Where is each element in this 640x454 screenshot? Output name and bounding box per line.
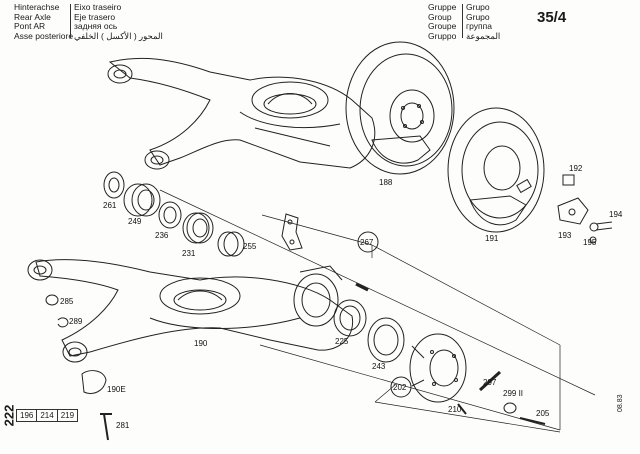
group-label-it: Gruppo — [428, 30, 457, 41]
header-title-it: Asse posteriore — [14, 30, 74, 41]
header-title-ar: المحور ( الأكسل ) الخلفي — [74, 30, 163, 41]
reference-groups: 196 214 219 — [16, 409, 79, 422]
header-divider — [70, 4, 71, 38]
brake-backing-plate — [447, 107, 545, 233]
header-title-es: Eje trasero — [74, 11, 116, 22]
group-label-es: Grupo — [466, 11, 490, 22]
guide-lines — [159, 189, 596, 433]
bushing-set — [103, 171, 245, 257]
header-group-col2: Grupo Grupo группа المجموعة — [466, 2, 501, 41]
group-label-ru: группа — [466, 21, 492, 32]
group-label-fr: Groupe — [428, 21, 457, 32]
edition-date: 08.83 — [617, 394, 624, 412]
part-label-289: 289 — [69, 317, 83, 326]
header-title-pt: Eixo traseiro — [74, 2, 122, 12]
upper-trailing-arm — [107, 57, 376, 170]
part-label-191: 191 — [485, 234, 499, 243]
header-title-fr: Pont AR — [14, 21, 46, 32]
part-label-202: 202 — [393, 383, 407, 392]
group-label-ar: المجموعة — [466, 30, 501, 41]
header-title-de: Hinterachse — [14, 2, 60, 12]
mounting-bracket — [281, 213, 303, 251]
section-number: 35/4 — [537, 9, 567, 26]
group-label-en: Group — [428, 11, 452, 22]
part-label-194: 194 — [609, 210, 623, 219]
header-group-col1: Gruppe Group Groupe Gruppo — [428, 2, 457, 41]
group-label-de: Gruppe — [428, 2, 457, 12]
part-label-236: 236 — [155, 231, 169, 240]
brake-disc-assembly — [345, 41, 455, 175]
group-label-pt: Grupo — [466, 2, 490, 12]
part-label-281: 281 — [116, 421, 130, 430]
header-languages-col1: Hinterachse Rear Axle Pont AR Asse poste… — [14, 2, 74, 41]
brake-hardware — [557, 174, 613, 244]
header-languages-col2: Eixo traseiro Eje trasero задняя ось الم… — [74, 2, 163, 41]
part-label-267: 267 — [360, 238, 374, 247]
part-label-190e: 190E — [107, 385, 126, 394]
part-label-299ii: 299 II — [503, 389, 523, 398]
part-label-297: 297 — [483, 378, 497, 387]
part-label-255: 255 — [243, 242, 257, 251]
part-label-231: 231 — [182, 249, 196, 258]
part-label-261: 261 — [103, 201, 117, 210]
lower-trailing-arm — [27, 259, 354, 363]
part-label-188: 188 — [379, 178, 393, 187]
part-label-193: 193 — [558, 231, 572, 240]
part-label-243: 243 — [372, 362, 386, 371]
wheel-bearing-hub — [333, 282, 546, 425]
part-label-210: 210 — [448, 405, 462, 414]
header-title-en: Rear Axle — [14, 11, 51, 22]
header-divider — [462, 4, 463, 38]
part-label-249: 249 — [128, 217, 142, 226]
part-label-192: 192 — [569, 164, 583, 173]
part-label-190: 190 — [194, 339, 208, 348]
callout-267 — [357, 231, 379, 253]
page-number: 222 — [1, 404, 17, 427]
part-label-285: 285 — [60, 297, 74, 306]
header-title-ru: задняя ось — [74, 21, 118, 32]
fastener-parts — [45, 294, 112, 441]
part-label-205: 205 — [536, 409, 550, 418]
part-label-195: 195 — [583, 238, 597, 247]
part-label-225: 225 — [335, 337, 349, 346]
ref-group[interactable]: 214 — [37, 410, 58, 421]
ref-group[interactable]: 219 — [60, 411, 75, 420]
callout-202 — [390, 376, 412, 398]
ref-group[interactable]: 196 — [17, 410, 38, 421]
